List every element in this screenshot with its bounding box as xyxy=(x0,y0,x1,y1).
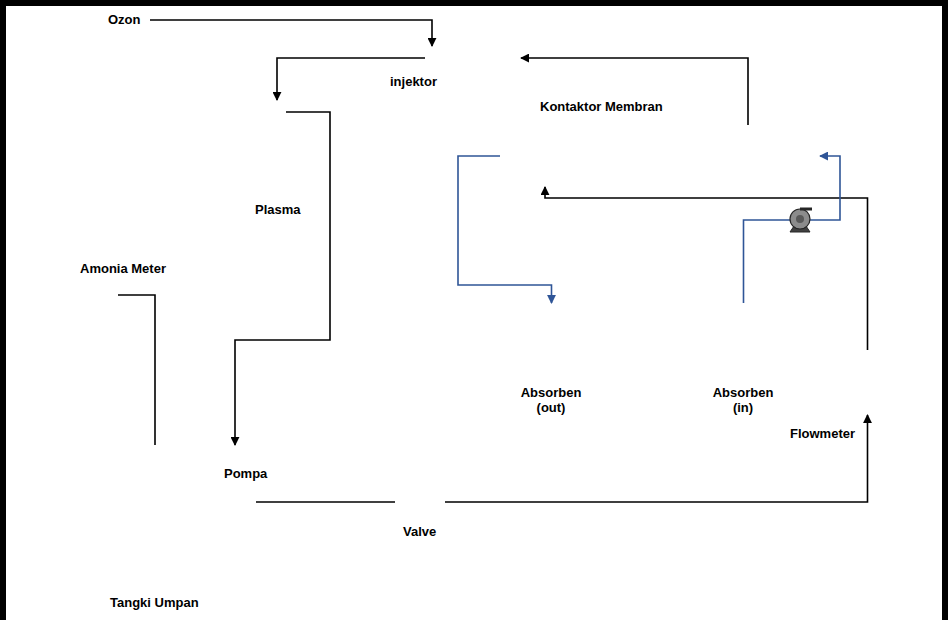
absorbent-line xyxy=(744,156,841,303)
ammonia-meter-outline xyxy=(86,285,118,333)
process-line xyxy=(256,501,395,503)
absorbent-tank-outline xyxy=(503,303,600,380)
node-label: Valve xyxy=(403,524,436,539)
node-label: Plasma xyxy=(255,202,301,217)
node-label: Flowmeter xyxy=(790,426,855,441)
ozone-feed-line xyxy=(150,20,432,46)
absorbent-pump-symbol xyxy=(790,209,812,232)
injector-box-outline xyxy=(425,48,521,68)
absorbent-tank: Absorben (out) xyxy=(503,303,600,380)
process-line xyxy=(235,112,330,445)
plasma-reactor: Plasma xyxy=(268,100,286,195)
membrane-contactor-outline xyxy=(500,125,820,187)
process-line xyxy=(445,415,868,502)
injector-box: injektor xyxy=(425,48,521,68)
pump-symbol-outline xyxy=(228,488,256,514)
stream-label: Ozon xyxy=(108,12,141,27)
process-line xyxy=(118,295,155,445)
membrane-contactor: Kontaktor Membran xyxy=(500,125,820,187)
pump-symbol: Pompa xyxy=(228,488,256,514)
flowmeter-symbol: Flowmeter xyxy=(850,350,885,415)
valve-symbol: Valve xyxy=(395,488,445,516)
node-label: Absorben (in) xyxy=(703,385,783,415)
node-label: Tangki Umpan xyxy=(110,595,199,610)
frame-border xyxy=(3,3,945,620)
node-label: injektor xyxy=(390,74,437,89)
absorbent-tank: Absorben (in) xyxy=(695,303,792,380)
absorbent-tank-outline xyxy=(695,303,792,380)
absorbent-line xyxy=(458,156,552,303)
feed-tank-outline xyxy=(50,445,380,590)
feed-tank: Tangki UmpanPompa xyxy=(50,445,380,590)
process-line xyxy=(521,58,748,125)
node-label: Kontaktor Membran xyxy=(540,99,663,114)
valve-symbol-outline xyxy=(395,488,445,516)
ammonia-meter: Amonia Meter xyxy=(86,285,118,333)
node-label: Pompa xyxy=(224,466,267,481)
plasma-reactor-outline xyxy=(268,100,286,195)
node-label: Absorben (out) xyxy=(511,385,591,415)
flowmeter-symbol-outline xyxy=(850,350,885,415)
node-label: Amonia Meter xyxy=(80,261,166,276)
process-line xyxy=(545,187,868,350)
